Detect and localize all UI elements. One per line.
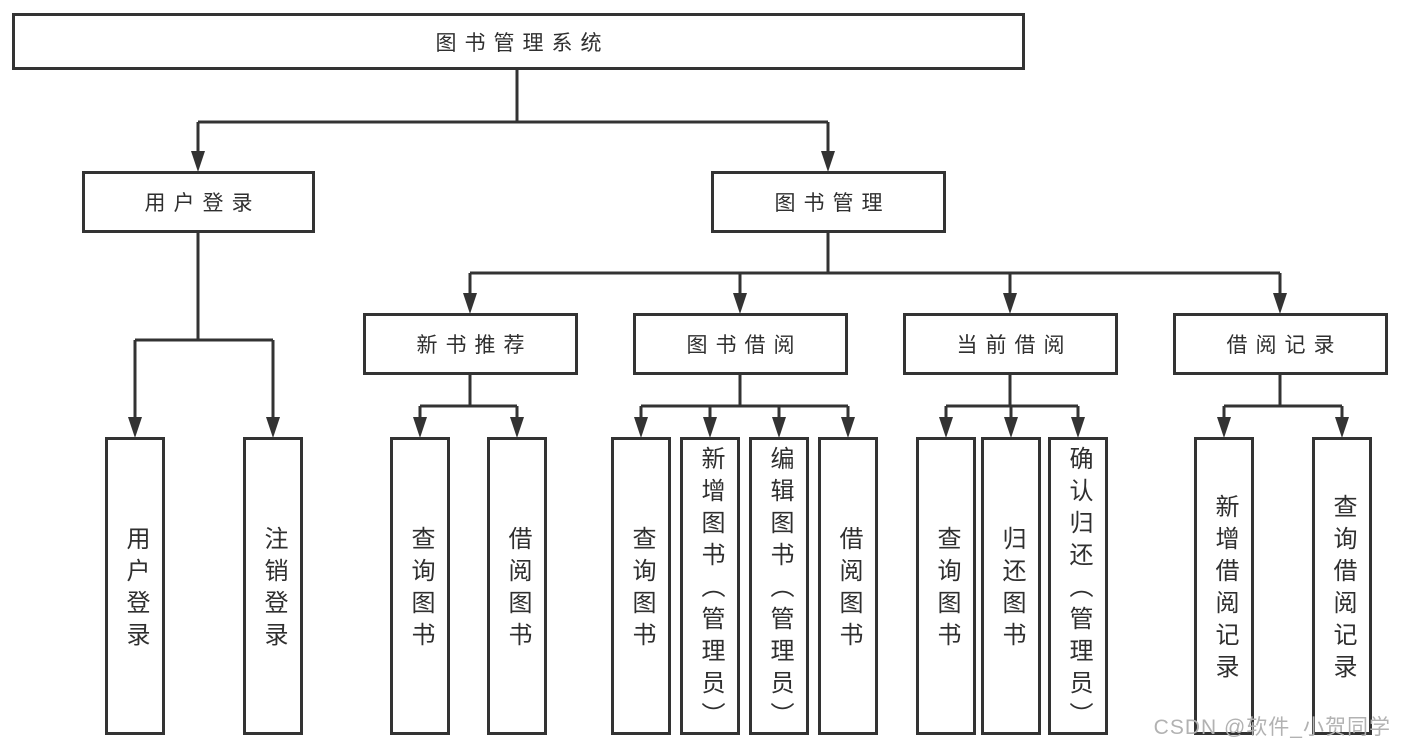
leaf-return-book: 归还图书 bbox=[981, 437, 1041, 735]
node-label: 图书借阅 bbox=[686, 334, 803, 357]
node-label: 确认归还（管理员） bbox=[1065, 446, 1092, 734]
csdn-watermark: CSDN @软件_小贺同学 bbox=[1153, 716, 1391, 739]
leaf-borrow-books: 借阅图书 bbox=[818, 437, 878, 735]
arrowhead-down-icon bbox=[772, 417, 786, 438]
leaf-user-login: 用户登录 bbox=[105, 437, 165, 735]
node-label: 查询借阅记录 bbox=[1329, 494, 1356, 686]
arrowhead-down-icon bbox=[1003, 293, 1017, 314]
node-label: 借阅图书 bbox=[504, 526, 531, 654]
node-label: 查询图书 bbox=[933, 526, 960, 654]
node-label: 图书管理 bbox=[774, 192, 891, 215]
leaf-query-books-recommend: 查询图书 bbox=[390, 437, 450, 735]
node-label: 注销登录 bbox=[260, 526, 287, 654]
node-label: 新增借阅记录 bbox=[1211, 494, 1238, 686]
arrowhead-down-icon bbox=[1217, 417, 1231, 438]
leaf-query-books-borrow: 查询图书 bbox=[611, 437, 671, 735]
arrowhead-down-icon bbox=[821, 151, 835, 172]
node-new-book-recommend: 新书推荐 bbox=[363, 313, 578, 375]
arrowhead-down-icon bbox=[1335, 417, 1349, 438]
node-label: 查询图书 bbox=[628, 526, 655, 654]
arrowhead-down-icon bbox=[1004, 417, 1018, 438]
node-label: 借阅图书 bbox=[835, 526, 862, 654]
arrowhead-down-icon bbox=[939, 417, 953, 438]
arrowhead-down-icon bbox=[841, 417, 855, 438]
arrowhead-down-icon bbox=[128, 417, 142, 438]
node-label: 图书管理系统 bbox=[435, 31, 610, 55]
leaf-logout: 注销登录 bbox=[243, 437, 303, 735]
arrowhead-down-icon bbox=[463, 293, 477, 314]
node-label: 归还图书 bbox=[998, 526, 1025, 654]
arrowhead-down-icon bbox=[1273, 293, 1287, 314]
node-label: 借阅记录 bbox=[1226, 334, 1343, 357]
node-label: 当前借阅 bbox=[956, 334, 1073, 357]
node-label: 新书推荐 bbox=[416, 334, 533, 357]
leaf-borrow-books-recommend: 借阅图书 bbox=[487, 437, 547, 735]
arrowhead-down-icon bbox=[1071, 417, 1085, 438]
leaf-query-books-current: 查询图书 bbox=[916, 437, 976, 735]
leaf-edit-book-admin: 编辑图书（管理员） bbox=[749, 437, 809, 735]
leaf-add-borrow-record: 新增借阅记录 bbox=[1194, 437, 1254, 735]
node-book-borrow: 图书借阅 bbox=[633, 313, 848, 375]
node-user-login: 用户登录 bbox=[82, 171, 315, 233]
node-label: 编辑图书（管理员） bbox=[766, 446, 793, 734]
arrowhead-down-icon bbox=[733, 293, 747, 314]
node-library-system: 图书管理系统 bbox=[12, 13, 1025, 70]
node-borrow-record: 借阅记录 bbox=[1173, 313, 1388, 375]
leaf-query-borrow-record: 查询借阅记录 bbox=[1312, 437, 1372, 735]
leaf-add-book-admin: 新增图书（管理员） bbox=[680, 437, 740, 735]
node-label: 查询图书 bbox=[407, 526, 434, 654]
node-label: 新增图书（管理员） bbox=[697, 446, 724, 734]
arrowhead-down-icon bbox=[703, 417, 717, 438]
arrowhead-down-icon bbox=[634, 417, 648, 438]
node-book-management: 图书管理 bbox=[711, 171, 946, 233]
arrowhead-down-icon bbox=[413, 417, 427, 438]
node-label: 用户登录 bbox=[122, 526, 149, 654]
node-current-borrow: 当前借阅 bbox=[903, 313, 1118, 375]
arrowhead-down-icon bbox=[510, 417, 524, 438]
leaf-confirm-return-admin: 确认归还（管理员） bbox=[1048, 437, 1108, 735]
arrowhead-down-icon bbox=[191, 151, 205, 172]
arrowhead-down-icon bbox=[266, 417, 280, 438]
node-label: 用户登录 bbox=[144, 192, 261, 215]
